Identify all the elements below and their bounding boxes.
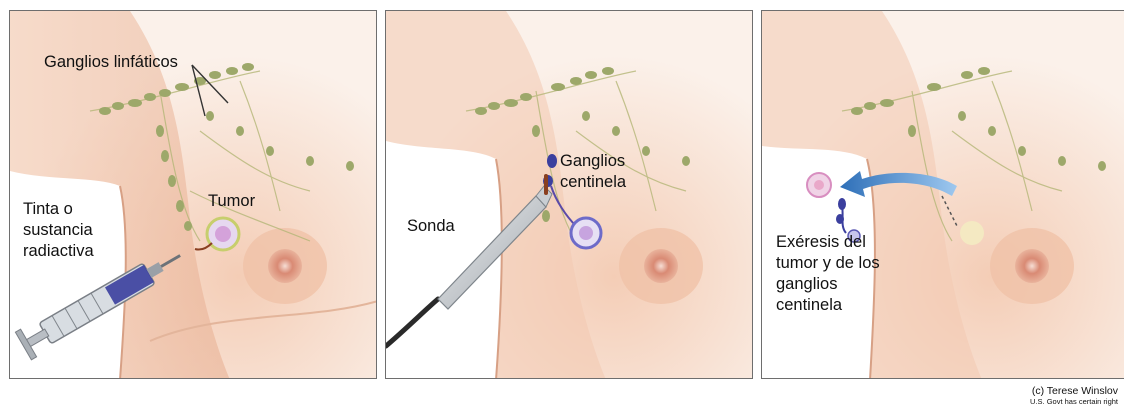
credit-rights: U.S. Govt has certain right [1030,397,1118,406]
credit-author: (c) Terese Winslov [1032,385,1118,397]
label-tumor: Tumor [208,191,255,212]
nipple [268,249,302,283]
label-lymph-nodes: Ganglios linfáticos [44,52,178,73]
label-sentinel-nodes: Ganglios centinela [560,151,626,193]
excision-site [960,221,984,245]
panel-probe-detection: Ganglios centinela Sonda [385,10,753,379]
panel-excision: Exéresis del tumor y de los ganglios cen… [761,10,1124,379]
panel-dye-injection: Ganglios linfáticos Tumor Tinta o sustan… [9,10,377,379]
label-excision: Exéresis del tumor y de los ganglios cen… [776,232,880,316]
label-dye: Tinta o sustancia radiactiva [23,199,94,262]
breast-illustration-probe [386,11,753,379]
breast-illustration-excision [762,11,1124,379]
label-probe: Sonda [407,216,455,237]
